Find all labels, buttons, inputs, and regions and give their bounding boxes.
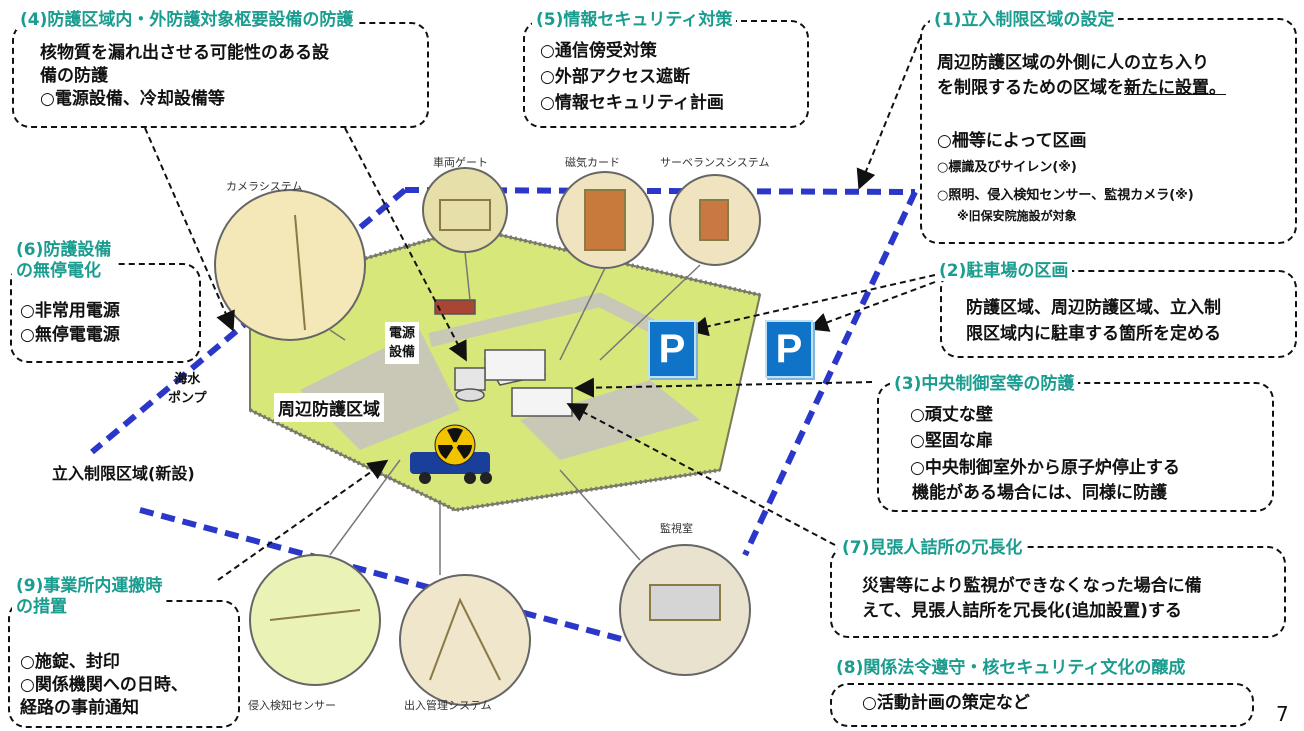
item-5-line-1: ○通信傍受対策	[540, 41, 657, 61]
plant-buildings	[434, 299, 573, 417]
item-2-line-2: 限区域内に駐車する箇所を定める	[966, 324, 1221, 344]
item-3-line-2: ○堅固な扉	[910, 431, 993, 451]
item-6-line-2: ○無停電電源	[20, 325, 120, 345]
item-2-title: (2)駐車場の区画	[935, 261, 1073, 281]
caption-magnetic-card: 磁気カード	[565, 156, 620, 169]
item-3-line-4: 機能がある場合には、同様に防護	[912, 483, 1167, 503]
item-2-line-1: 防護区域、周辺防護区域、立入制	[966, 298, 1221, 318]
item-1-underlined: 新たに設置。	[1124, 78, 1226, 98]
item-1-line-2-text: を制限するための区域を	[937, 78, 1124, 98]
item-4-line-3: ○電源設備、冷却設備等	[40, 89, 225, 109]
caption-surveillance-system: サーベランスシステム	[660, 156, 770, 169]
item-9-line-3: 経路の事前通知	[20, 698, 139, 718]
item-9-line-2: ○関係機関への日時、	[20, 675, 188, 695]
item-4-line-1: 核物質を漏れ出させる可能性のある設	[40, 43, 329, 63]
caption-access-control: 出入管理システム	[404, 699, 492, 712]
restricted-zone-label: 立入制限区域(新設)	[52, 464, 195, 483]
item-4-title: (4)防護区域内・外防護対象枢要設備の防護	[16, 10, 358, 30]
item-1-bullet-3: ○照明、侵入検知センサー、監視カメラ(※)	[937, 188, 1194, 203]
item-1-line-1: 周辺防護区域の外側に人の立ち入り	[937, 53, 1209, 73]
item-2-box	[940, 270, 1297, 358]
transport-truck	[410, 424, 492, 484]
parking-sign-1: P	[648, 320, 696, 378]
item-7-line-2: えて、見張人詰所を冗長化(追加設置)する	[862, 601, 1182, 621]
item-7-box	[830, 546, 1286, 638]
item-5-line-2: ○外部アクセス遮断	[540, 67, 690, 87]
item-1-bullet-2: ○標識及びサイレン(※)	[937, 160, 1077, 175]
connector-lines	[329, 251, 701, 575]
item-1-bullet-1: ○柵等によって区画	[937, 131, 1087, 151]
item-8-title: (8)関係法令遵守・核セキュリティ文化の醸成	[832, 658, 1190, 678]
peripheral-zone-label: 周辺防護区域	[274, 393, 384, 422]
detail-circles	[214, 167, 761, 706]
item-9-title: (9)事業所内運搬時 の措置	[12, 576, 167, 618]
page-number: 7	[1276, 702, 1289, 726]
item-1-line-2: を制限するための区域を新たに設置。	[937, 77, 1226, 100]
caption-camera-system: カメラシステム	[226, 180, 303, 193]
item-5-line-3: ○情報セキュリティ計画	[540, 93, 724, 113]
item-8-line-1: ○活動計画の策定など	[862, 693, 1030, 713]
parking-sign-2: P	[765, 320, 813, 378]
item-3-title: (3)中央制御室等の防護	[890, 374, 1079, 394]
caption-intrusion-sensor: 侵入検知センサー	[248, 699, 336, 712]
item-3-line-1: ○頑丈な壁	[910, 405, 993, 425]
callout-arrows	[144, 37, 936, 581]
item-1-title: (1)立入制限区域の設定	[930, 10, 1119, 30]
item-7-title: (7)見張人詰所の冗長化	[838, 538, 1027, 558]
detail-circle-details	[269, 189, 729, 681]
item-9-line-1: ○施錠、封印	[20, 652, 120, 672]
item-7-line-1: 災害等により監視ができなくなった場合に備	[862, 576, 1202, 596]
power-equipment-label: 電源 設備	[385, 322, 420, 364]
item-8-box	[830, 683, 1254, 727]
item-6-title: (6)防護設備 の無停電化	[12, 240, 116, 282]
item-5-title: (5)情報セキュリティ対策	[532, 10, 737, 30]
caption-monitor-room: 監視室	[660, 522, 693, 535]
item-3-line-3: ○中央制御室外から原子炉停止する	[910, 458, 1180, 478]
caption-vehicle-gate: 車両ゲート	[433, 156, 488, 169]
item-6-line-1: ○非常用電源	[20, 301, 120, 321]
seawater-pump-label: 海水 ポンプ	[168, 372, 207, 406]
item-4-line-2: 備の防護	[40, 66, 108, 86]
item-1-note: ※旧保安院施設が対象	[957, 209, 1077, 223]
